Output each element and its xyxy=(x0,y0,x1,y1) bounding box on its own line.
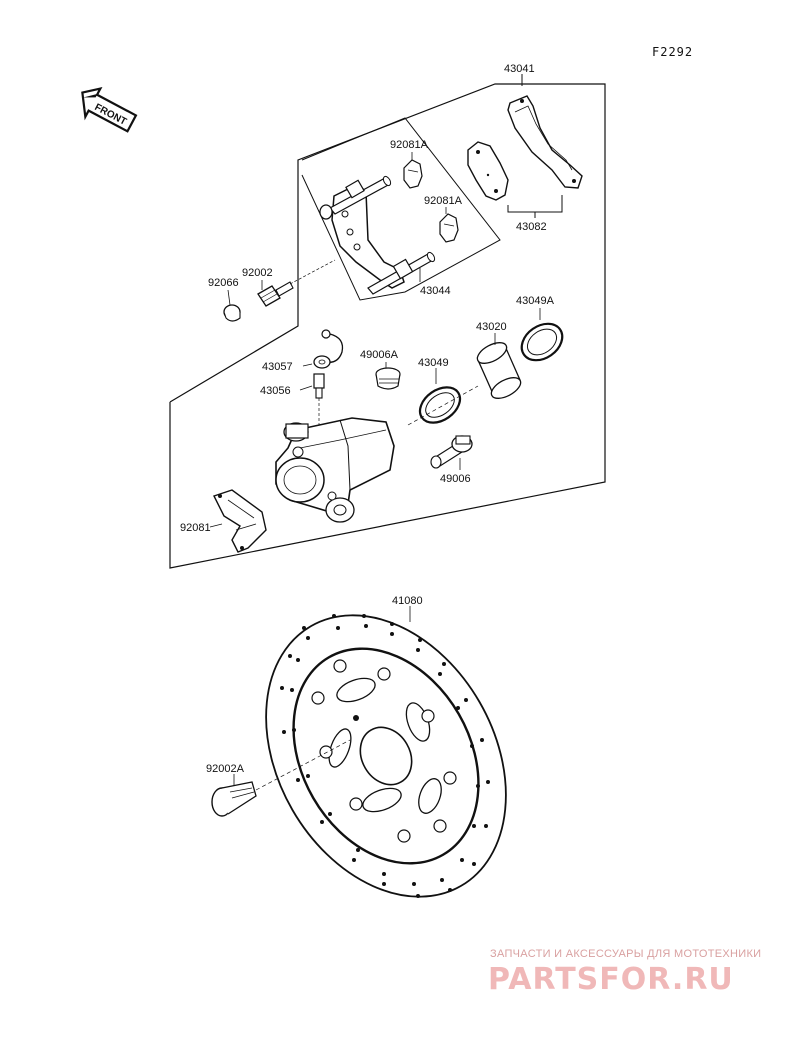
front-arrow-icon: FRONT xyxy=(81,86,138,133)
brake-pad-rear xyxy=(507,95,583,189)
label-41080: 41080 xyxy=(392,595,423,607)
bracket-subgroup-outline xyxy=(301,117,501,301)
label-92081A-lower: 92081A xyxy=(424,195,463,207)
caliper-body xyxy=(275,417,395,523)
piston-43020 xyxy=(476,342,522,399)
label-92066: 92066 xyxy=(208,277,239,289)
label-92081A-upper: 92081A xyxy=(390,139,429,151)
brake-pad-front xyxy=(467,141,509,201)
label-43057: 43057 xyxy=(262,361,293,373)
label-92002: 92002 xyxy=(242,267,273,279)
label-43056: 43056 xyxy=(260,385,291,397)
label-43041: 43041 xyxy=(504,63,535,75)
seal-43049A xyxy=(520,322,564,362)
assembly-outline xyxy=(169,83,606,569)
label-43049A: 43049A xyxy=(516,295,555,307)
diagram-code: F2292 xyxy=(652,45,693,59)
label-43082: 43082 xyxy=(516,221,547,233)
label-43044: 43044 xyxy=(420,285,451,297)
label-49006A: 49006A xyxy=(360,349,399,361)
pin-bolt-49006 xyxy=(430,435,473,469)
label-43049: 43049 xyxy=(418,357,449,369)
caliper-bracket xyxy=(319,175,436,295)
bleeder-valve-43056 xyxy=(313,373,325,430)
pad-spring-clip-lower xyxy=(439,213,459,243)
boot-49006A xyxy=(375,367,401,390)
watermark-logo: PARTSFOR.RU xyxy=(488,962,734,997)
disc-bolt-92002A xyxy=(211,739,351,817)
label-92002A: 92002A xyxy=(206,763,245,775)
bolt-92002 xyxy=(257,281,294,307)
bleeder-cap-43057 xyxy=(313,329,344,369)
seal-43049 xyxy=(418,386,462,424)
brake-disc-41080 xyxy=(265,614,507,898)
label-92081: 92081 xyxy=(180,522,211,534)
label-49006: 49006 xyxy=(440,473,471,485)
pad-spring-clip-upper xyxy=(403,159,423,189)
label-43020: 43020 xyxy=(476,321,507,333)
watermark-tagline: ЗАПЧАСТИ И АКСЕССУАРЫ ДЛЯ МОТОТЕХНИКИ xyxy=(490,948,762,960)
pad-spring-92081 xyxy=(213,489,267,553)
cap-92066 xyxy=(223,304,241,322)
